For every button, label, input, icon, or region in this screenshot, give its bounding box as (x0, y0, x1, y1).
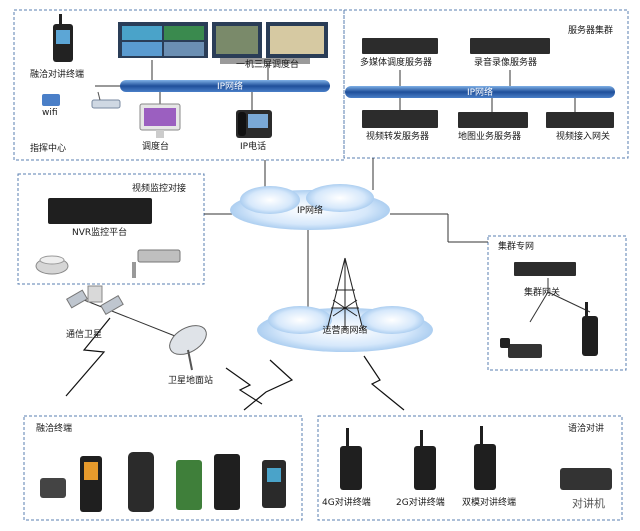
ground-station-label: 卫星地面站 (168, 376, 214, 386)
ip-phone-label: IP电话 (240, 142, 267, 152)
trunking-network-label: 集群专网 (498, 242, 535, 252)
video-gateway-label: 视频接入网关 (556, 132, 611, 142)
cell-tower-icon (326, 257, 364, 331)
converged-terminal-label: 融洽对讲终端 (30, 70, 85, 80)
terminal-4g-label: 4G对讲终端 (322, 498, 371, 508)
dome-camera-icon (35, 255, 69, 275)
ip-pipe-right (345, 86, 615, 98)
video-forward-server-label: 视频转发服务器 (366, 132, 430, 142)
gis-server-icon (458, 112, 528, 128)
wifi-label: wifi (42, 108, 58, 118)
converged-terminals-zone (23, 415, 303, 521)
ground-station-icon (169, 325, 207, 371)
server-cluster-zone (343, 9, 629, 159)
operator-cloud-label: 运营商网络 (322, 324, 367, 336)
converged-terminals-label: 融洽终端 (36, 424, 73, 434)
nvr-label: NVR监控平台 (72, 228, 128, 238)
dispatch-console-label: 调度台 (142, 142, 170, 152)
recording-server-label: 录音录像服务器 (474, 58, 538, 68)
vehicle-radio-icon (500, 338, 542, 358)
media-server-icon (362, 38, 438, 54)
voice-intercom-zone (317, 415, 623, 521)
ip-cloud-label: IP网络 (297, 204, 323, 216)
video-monitoring-zone (17, 173, 205, 285)
video-monitoring-label: 视频监控对接 (132, 184, 187, 194)
converged-terminals-row (40, 452, 286, 512)
command-center-label: 指挥中心 (30, 144, 67, 154)
server-cluster-label: 服务器集群 (568, 26, 614, 36)
video-wall-icon (118, 22, 328, 64)
media-server-label: 多媒体调度服务器 (360, 58, 433, 68)
trunk-handheld-icon (582, 302, 598, 356)
terminal-dual-label: 双模对讲终端 (462, 498, 517, 508)
watermark-label: 对讲机 (572, 497, 605, 510)
bullet-camera-icon (132, 249, 181, 278)
trunk-gateway-label: 集群网关 (524, 288, 561, 298)
three-screen-label: 一机三屏调度台 (236, 60, 300, 70)
converged-terminal-icon (53, 14, 73, 62)
recording-server-icon (470, 38, 550, 54)
nvr-icon (48, 198, 152, 224)
router-icon (91, 91, 121, 109)
ip-phone-icon (236, 110, 272, 138)
command-center-zone (13, 9, 345, 161)
ip-pipe-right-label: IP网络 (467, 86, 493, 98)
terminal-2g-label: 2G对讲终端 (396, 498, 445, 508)
comm-satellite-label: 通信卫星 (66, 330, 103, 340)
voice-intercom-row (340, 426, 612, 490)
dispatch-console-icon (139, 103, 181, 138)
servers-group (362, 38, 614, 128)
gis-server-label: 地图业务服务器 (458, 132, 522, 142)
satellite-icon (66, 285, 124, 316)
trunking-network-zone (487, 235, 627, 371)
trunk-gateway-icon (514, 262, 576, 276)
wifi-icon (42, 94, 60, 106)
voice-intercom-label: 语洽对讲 (568, 424, 605, 434)
video-gateway-icon (546, 112, 614, 128)
video-forward-server-icon (362, 110, 438, 128)
ip-cloud (230, 184, 390, 230)
ip-pipe-left-label: IP网络 (217, 80, 243, 92)
ip-pipe-left (120, 80, 330, 92)
